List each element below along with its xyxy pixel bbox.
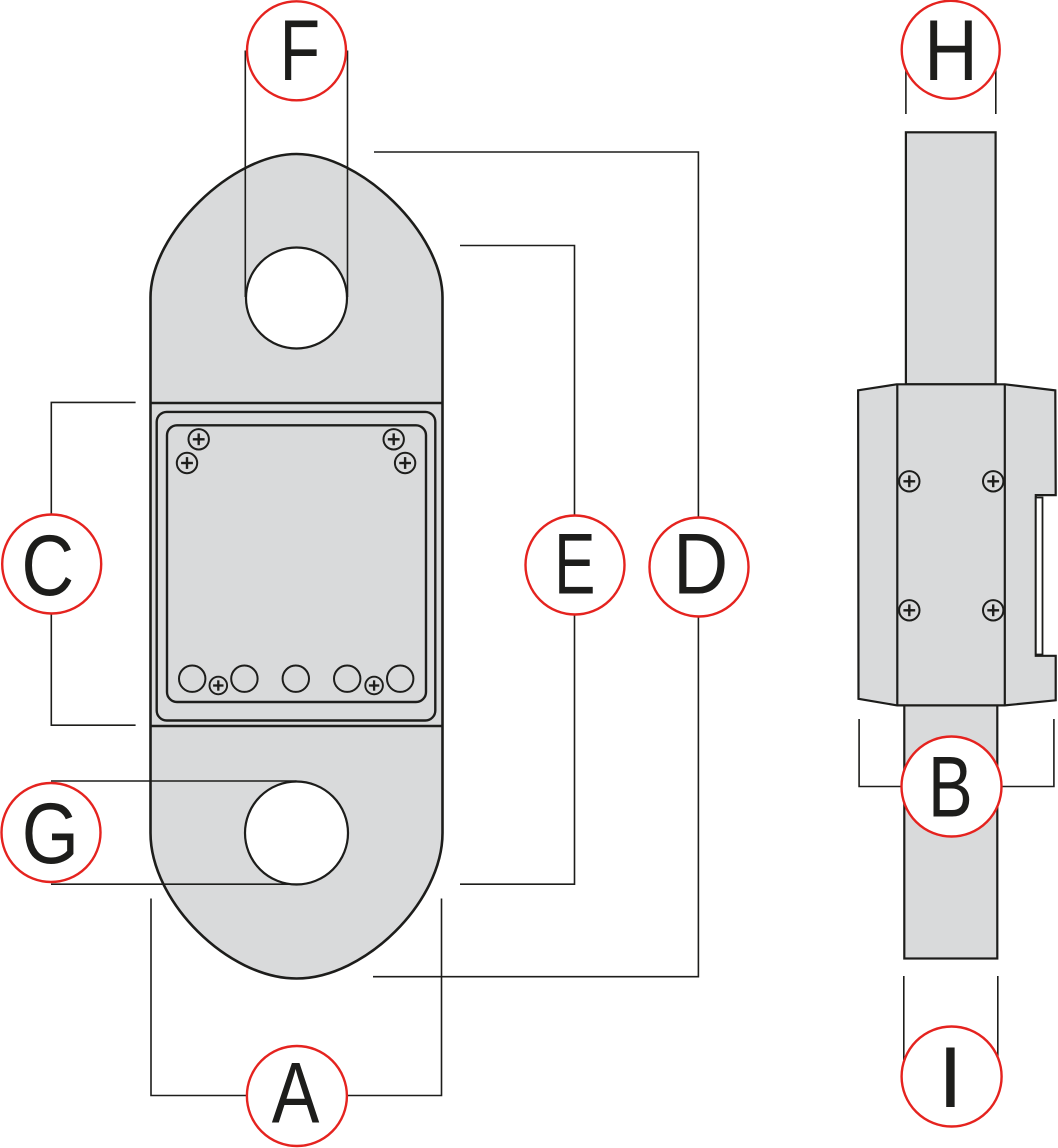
- svg-text:G: G: [22, 786, 79, 882]
- svg-text:A: A: [272, 1044, 320, 1141]
- svg-text:E: E: [554, 516, 595, 612]
- svg-text:D: D: [673, 516, 728, 612]
- svg-text:C: C: [21, 517, 74, 613]
- svg-text:I: I: [938, 1029, 963, 1126]
- svg-text:H: H: [924, 3, 978, 99]
- svg-text:B: B: [928, 740, 973, 836]
- svg-text:F: F: [280, 4, 320, 99]
